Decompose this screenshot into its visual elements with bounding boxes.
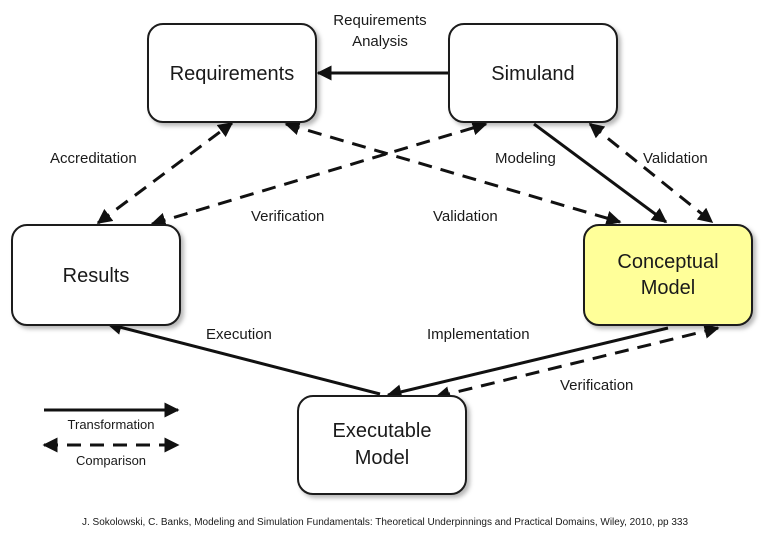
executable-model-label-line2: Model — [355, 447, 409, 469]
requirements-analysis-label-line2: Analysis — [352, 33, 408, 50]
legend-comparison-label: Comparison — [76, 453, 146, 468]
verification-top-label: Verification — [251, 208, 324, 225]
results-box — [11, 224, 181, 326]
conceptual-model-box — [583, 224, 753, 326]
execution-label: Execution — [206, 326, 272, 343]
conceptual-model-label-line2: Model — [641, 277, 695, 299]
validation-center-arrow — [284, 120, 622, 226]
simuland-box — [448, 23, 618, 123]
legend-transformation-label: Transformation — [68, 417, 155, 432]
verification-bottom-label: Verification — [560, 377, 633, 394]
requirements-label: Requirements — [170, 63, 295, 85]
verification-bottom-arrow — [434, 323, 720, 402]
validation-right-arrow — [588, 122, 714, 224]
results-label: Results — [63, 265, 130, 287]
validation-center-label: Validation — [433, 208, 498, 225]
requirements-analysis-label-line1: Requirements — [333, 12, 426, 29]
accreditation-label: Accreditation — [50, 150, 137, 167]
legend: Transformation Comparison — [42, 402, 180, 468]
modeling-arrow — [533, 122, 668, 224]
execution-arrow — [106, 320, 381, 396]
modeling-label: Modeling — [495, 150, 556, 167]
citation-text: J. Sokolowski, C. Banks, Modeling and Si… — [81, 517, 689, 528]
simuland-label: Simuland — [491, 63, 574, 85]
conceptual-model-label-line1: Conceptual — [617, 251, 718, 273]
requirements-box — [147, 23, 317, 123]
accreditation-arrow — [96, 121, 234, 225]
implementation-label: Implementation — [427, 326, 530, 343]
executable-model-box — [297, 395, 467, 495]
executable-model-label-line1: Executable — [333, 420, 432, 442]
validation-right-label: Validation — [643, 150, 708, 167]
